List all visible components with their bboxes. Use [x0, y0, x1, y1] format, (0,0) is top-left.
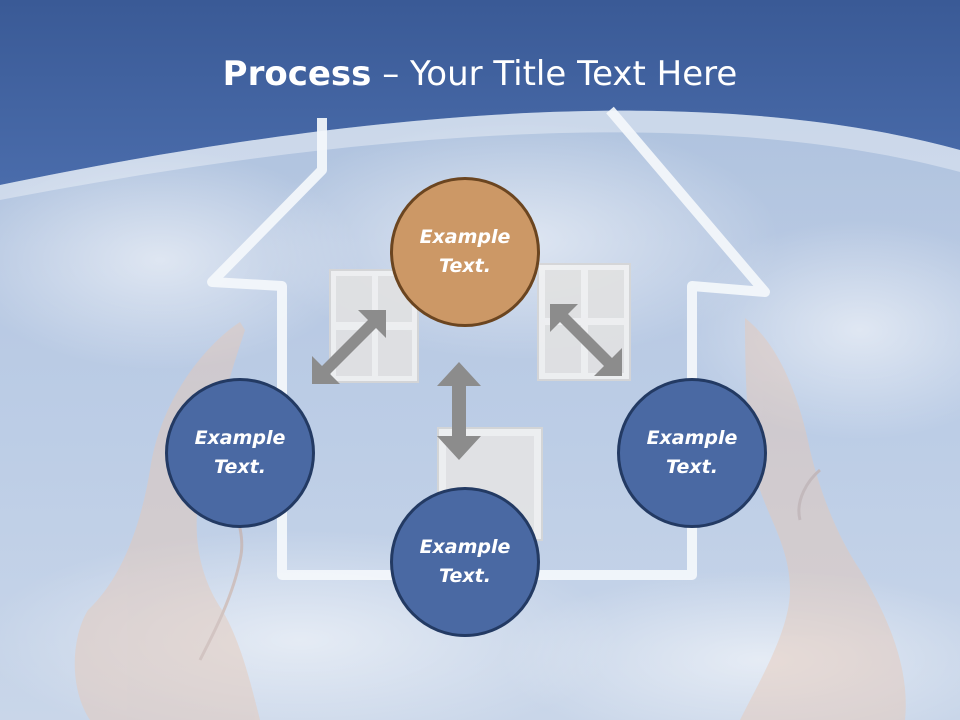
circle-bottom-line1: Example — [419, 536, 511, 558]
circle-right[interactable]: Example Text. — [617, 378, 767, 528]
circle-top-line1: Example — [419, 226, 511, 248]
circle-top-line2: Text. — [439, 255, 491, 277]
title-rest: Your Title Text Here — [410, 54, 738, 94]
title-separator: – — [371, 54, 411, 94]
circle-top[interactable]: Example Text. — [390, 177, 540, 327]
circle-left[interactable]: Example Text. — [165, 378, 315, 528]
double-arrow-icon — [312, 304, 622, 460]
circle-bottom-line2: Text. — [439, 565, 491, 587]
title-bold: Process — [222, 54, 372, 94]
house-outline-icon — [207, 106, 770, 580]
circle-right-line2: Text. — [666, 456, 718, 478]
circle-bottom[interactable]: Example Text. — [390, 487, 540, 637]
circle-left-line2: Text. — [214, 456, 266, 478]
circle-left-line1: Example — [194, 427, 286, 449]
slide-title: Process – Your Title Text Here — [0, 50, 960, 98]
circle-right-line1: Example — [646, 427, 738, 449]
